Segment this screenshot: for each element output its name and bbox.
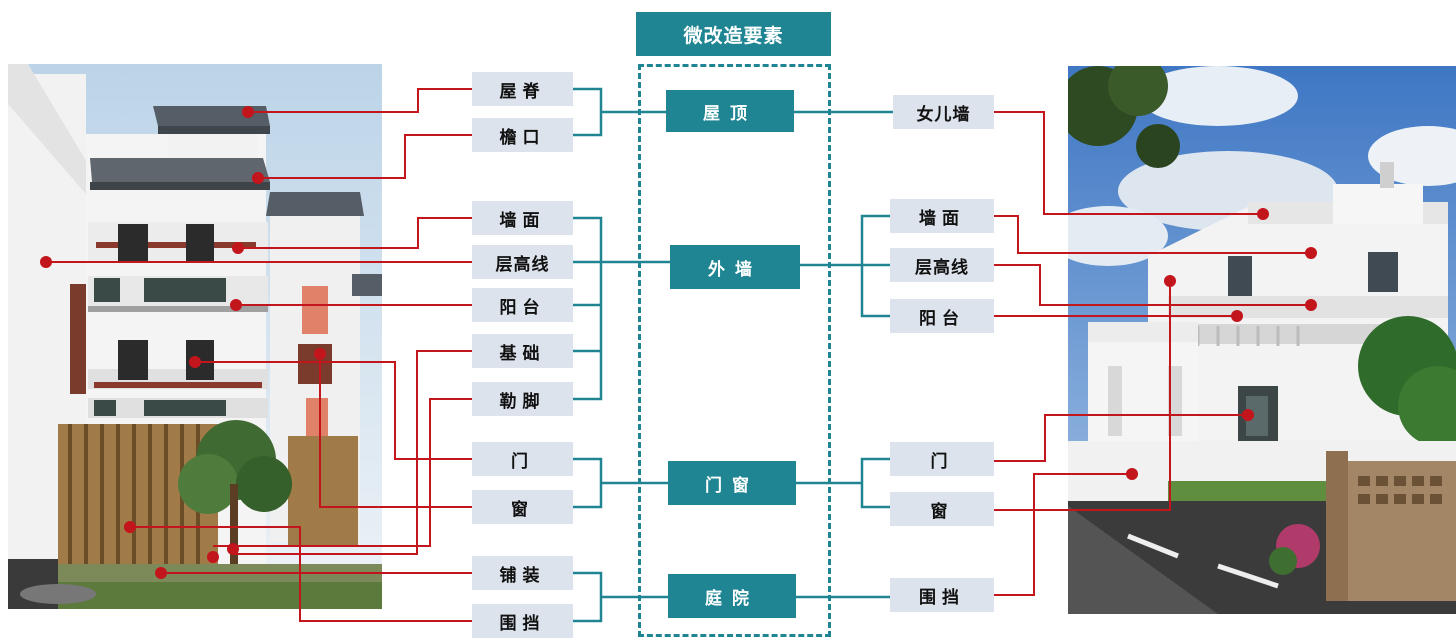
left-item-ridge: 屋脊 xyxy=(472,72,573,106)
right-item-parapet: 女儿墙 xyxy=(893,95,994,129)
right-item-floor-line: 层高线 xyxy=(890,248,994,282)
center-dashed-frame xyxy=(638,64,831,637)
diagram-title: 微改造要素 xyxy=(636,12,831,56)
left-item-floor-line: 层高线 xyxy=(472,245,573,279)
right-item-balcony: 阳台 xyxy=(890,299,994,333)
left-item-window: 窗 xyxy=(472,490,573,524)
left-item-wall-surface: 墙面 xyxy=(472,201,573,235)
left-item-plinth: 勒脚 xyxy=(472,382,573,416)
category-door-window: 门窗 xyxy=(668,461,796,505)
left-building-photo xyxy=(8,64,382,609)
right-item-window: 窗 xyxy=(890,492,994,526)
left-item-paving: 铺装 xyxy=(472,556,573,590)
category-wall: 外墙 xyxy=(670,245,800,289)
category-yard: 庭院 xyxy=(668,574,796,618)
left-item-enclosure: 围挡 xyxy=(472,604,573,638)
left-item-eaves: 檐口 xyxy=(472,118,573,152)
right-building-photo xyxy=(1068,66,1456,614)
right-item-enclosure: 围挡 xyxy=(890,578,994,612)
category-roof: 屋顶 xyxy=(666,90,794,132)
right-item-door: 门 xyxy=(890,442,994,476)
left-item-door: 门 xyxy=(472,442,573,476)
right-item-wall-surface: 墙面 xyxy=(890,199,994,233)
left-item-balcony: 阳台 xyxy=(472,288,573,322)
left-item-foundation: 基础 xyxy=(472,334,573,368)
